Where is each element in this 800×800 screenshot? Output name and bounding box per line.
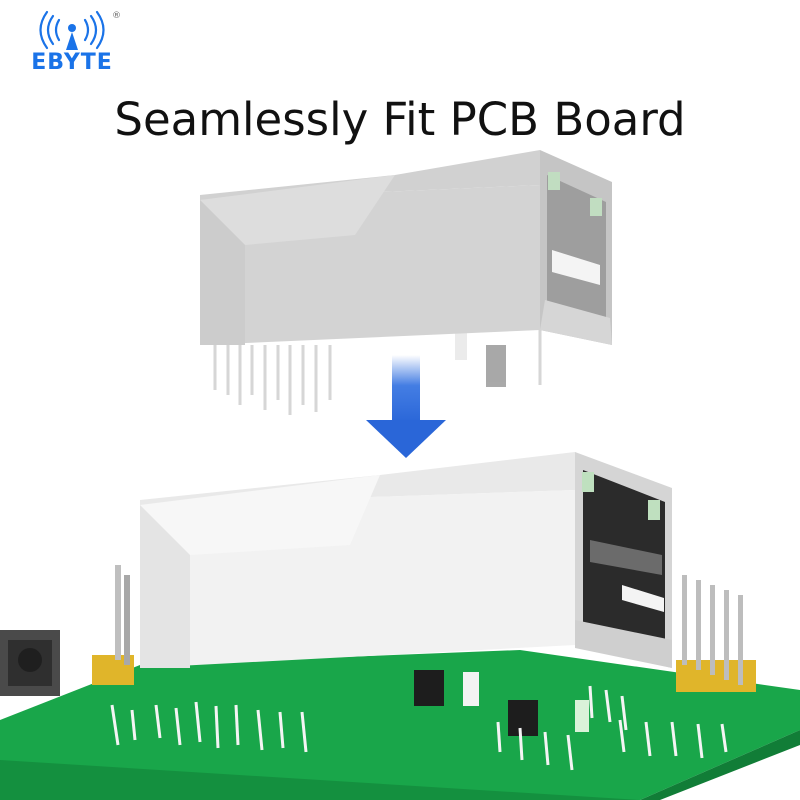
headline: Seamlessly Fit PCB Board bbox=[114, 93, 686, 146]
down-arrow-icon bbox=[366, 355, 446, 458]
connector-pins-top bbox=[213, 330, 542, 415]
pin-header-left bbox=[92, 565, 134, 685]
pin-header-right bbox=[676, 575, 756, 692]
through-hole-pins bbox=[110, 685, 728, 771]
rj45-connector-top bbox=[200, 150, 612, 415]
signal-icon: ® bbox=[39, 10, 121, 50]
registered-mark: ® bbox=[112, 11, 121, 21]
ebyte-logo: ® EBYTE bbox=[12, 10, 132, 80]
rj45-connector-mounted bbox=[140, 452, 672, 668]
pcb-board bbox=[0, 650, 800, 800]
board-components bbox=[414, 670, 589, 736]
brand-name: EBYTE bbox=[31, 50, 113, 75]
tactile-switch bbox=[0, 630, 60, 696]
